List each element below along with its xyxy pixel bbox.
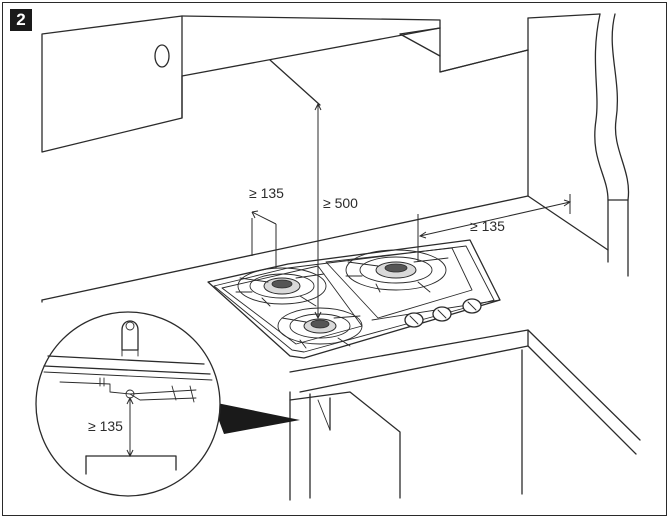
step-number-badge: 2 [10, 9, 32, 31]
lower-cabinet [289, 349, 523, 501]
burner-left-front [277, 307, 363, 349]
gas-hob [207, 239, 501, 359]
cabinet-handle [154, 44, 170, 68]
detail-callout [35, 311, 300, 497]
range-hood [269, 13, 601, 197]
diagram-frame [2, 2, 667, 516]
dim-hood [314, 102, 322, 320]
dim-side-left [251, 210, 277, 268]
burner-left-back [235, 267, 327, 307]
upper-cabinet [41, 15, 441, 153]
label-side-clearance-left: ≥ 135 [249, 185, 284, 201]
callout-circle [35, 311, 221, 497]
label-below-clearance: ≥ 135 [88, 418, 123, 434]
label-hood-clearance: ≥ 500 [323, 195, 358, 211]
label-side-clearance-right: ≥ 135 [470, 218, 505, 234]
callout-pointer [212, 402, 300, 434]
control-knobs [404, 298, 482, 328]
burner-right [345, 249, 449, 293]
dim-side-right [417, 194, 572, 262]
worktop [41, 195, 641, 455]
side-panel [527, 13, 630, 277]
